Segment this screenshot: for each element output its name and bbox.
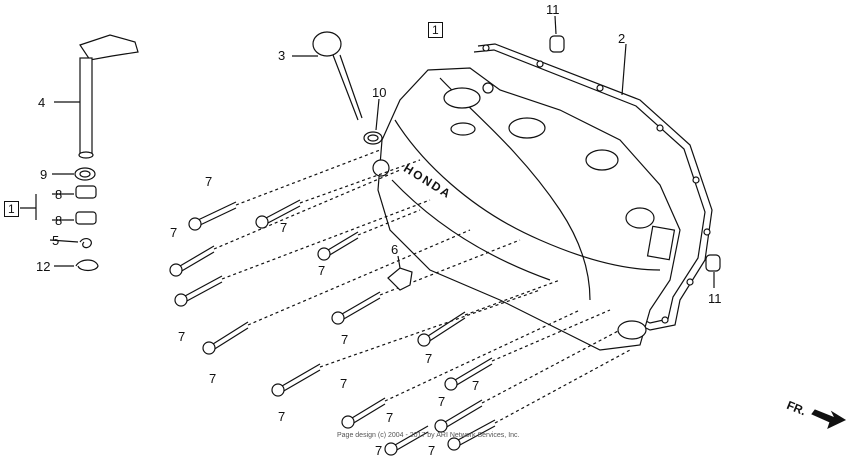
washer <box>79 238 92 249</box>
dowel-pin-top <box>549 35 565 53</box>
callout-7-i: 7 <box>340 376 348 391</box>
clip <box>75 259 99 272</box>
callout-9: 9 <box>40 167 48 182</box>
callout-7-m: 7 <box>438 394 446 409</box>
o-ring <box>363 131 383 145</box>
callout-6: 6 <box>391 242 399 257</box>
callout-2: 2 <box>618 31 626 46</box>
callout-11-top: 11 <box>546 2 560 17</box>
callout-5: 5 <box>52 233 60 248</box>
callout-11-right: 11 <box>708 291 722 306</box>
crankcase-cover <box>377 67 681 351</box>
callout-7-d: 7 <box>318 263 326 278</box>
oil-filler-cap <box>312 31 342 57</box>
bracket <box>387 267 413 291</box>
bolts <box>179 199 496 452</box>
callout-7-j: 7 <box>472 378 480 393</box>
callout-7-g: 7 <box>209 371 217 386</box>
bearing-upper <box>75 185 97 199</box>
bolt-heads <box>169 215 461 456</box>
copyright-notice: Page design (c) 2004 - 2017 by ARI Netwo… <box>337 432 520 439</box>
callout-4: 4 <box>38 95 46 110</box>
callout-7-a: 7 <box>205 174 213 189</box>
bearing-lower <box>75 211 97 225</box>
callout-8-upper: 8 <box>55 187 63 202</box>
callout-7-l: 7 <box>386 410 394 425</box>
callout-7-o: 7 <box>428 443 436 458</box>
callout-1-box-left: 1 <box>4 201 19 217</box>
oil-seal <box>74 167 96 181</box>
callout-7-n: 7 <box>375 443 383 458</box>
shift-shaft <box>79 34 139 61</box>
direction-arrow-icon <box>811 409 847 429</box>
dowel-pin-right <box>705 254 721 272</box>
callout-7-f: 7 <box>341 332 349 347</box>
callout-12: 12 <box>36 259 51 274</box>
callout-7-k: 7 <box>278 409 286 424</box>
callout-8-lower: 8 <box>55 213 63 228</box>
callout-3: 3 <box>278 48 286 63</box>
callout-1-box-top: 1 <box>428 22 443 38</box>
callout-7-e: 7 <box>178 329 186 344</box>
callout-10: 10 <box>372 85 387 100</box>
callout-7-b: 7 <box>170 225 178 240</box>
callout-7-h: 7 <box>425 351 433 366</box>
callout-7-c: 7 <box>280 220 288 235</box>
